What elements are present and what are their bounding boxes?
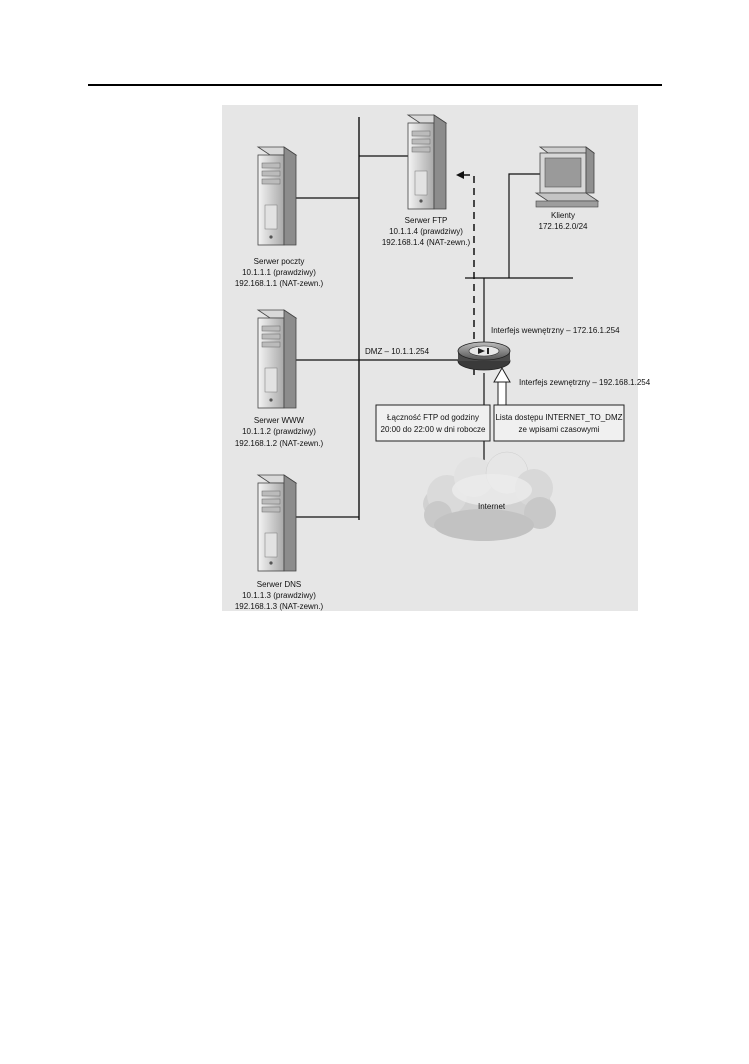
- ftp-server-ip-nat: 192.168.1.4 (NAT-zewn.): [382, 238, 471, 247]
- ftp-server-name: Serwer FTP: [405, 216, 448, 225]
- ftp-window-box: [375, 404, 491, 442]
- acl-line1: Lista dostępu INTERNET_TO_DMZ: [495, 413, 622, 422]
- www-server-name: Serwer WWW: [254, 416, 305, 425]
- internet-label: Internet: [478, 502, 506, 511]
- dmz-label: DMZ – 10.1.1.254: [365, 347, 430, 356]
- internet-cloud-icon: [423, 451, 556, 541]
- dns-server-icon: [256, 474, 298, 572]
- external-interface-label: Interfejs zewnętrzny – 192.168.1.254: [519, 378, 651, 387]
- clients-name: Klienty: [551, 211, 575, 220]
- network-diagram: Serwer poczty 10.1.1.1 (prawdziwy) 192.1…: [222, 105, 651, 611]
- header-rule: [88, 84, 662, 86]
- clients-subnet: 172.16.2.0/24: [539, 222, 588, 231]
- client-workstation-icon: [534, 146, 600, 208]
- mail-server-name: Serwer poczty: [254, 257, 305, 266]
- ftp-server-ip-real: 10.1.1.4 (prawdziwy): [389, 227, 463, 236]
- ftp-dashed-path: [464, 174, 475, 375]
- mail-server-icon: [256, 146, 298, 246]
- www-server-ip-real: 10.1.1.2 (prawdziwy): [242, 427, 316, 436]
- ftp-server-icon: [406, 114, 448, 210]
- dns-server-ip-real: 10.1.1.3 (prawdziwy): [242, 591, 316, 600]
- ftp-arrow-head: [456, 171, 464, 179]
- internal-interface-label: Interfejs wewnętrzny – 172.16.1.254: [491, 326, 620, 335]
- link-clients: [508, 173, 540, 278]
- router-icon: [457, 341, 511, 371]
- acl-box: [493, 404, 625, 442]
- dns-server-name: Serwer DNS: [257, 580, 301, 589]
- dns-server-ip-nat: 192.168.1.3 (NAT-zewn.): [235, 602, 324, 611]
- mail-server-ip-real: 10.1.1.1 (prawdziwy): [242, 268, 316, 277]
- www-server-icon: [256, 309, 298, 409]
- ftp-window-line2: 20:00 do 22:00 w dni robocze: [381, 425, 487, 434]
- mail-server-ip-nat: 192.168.1.1 (NAT-zewn.): [235, 279, 324, 288]
- acl-line2: ze wpisami czasowymi: [519, 425, 600, 434]
- www-server-ip-nat: 192.168.1.2 (NAT-zewn.): [235, 439, 324, 448]
- ftp-window-line1: Łączność FTP od godziny: [387, 413, 479, 422]
